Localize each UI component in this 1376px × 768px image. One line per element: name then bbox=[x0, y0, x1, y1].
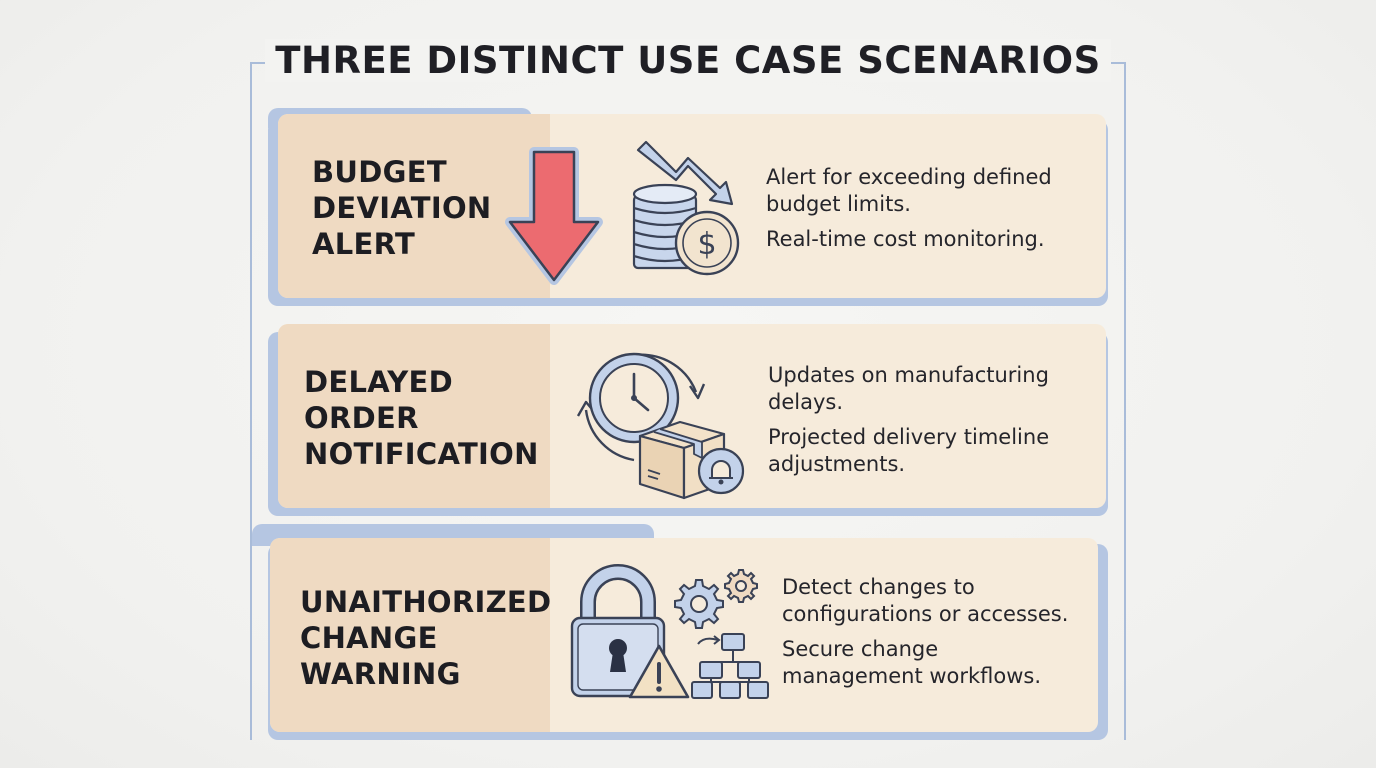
clock-cycle-icon bbox=[576, 352, 706, 462]
card-budget-left-panel bbox=[278, 114, 550, 298]
dollar-coin-icon: $ bbox=[674, 210, 740, 276]
card-delayed-heading-line-3: NOTIFICATION bbox=[304, 437, 539, 471]
card-unauthorized-heading-line-3: WARNING bbox=[300, 657, 461, 691]
workflow-diagram-icon bbox=[691, 633, 769, 699]
falling-trend-arrow-icon bbox=[636, 140, 734, 206]
card-unauthorized-change: UNAITHORIZED CHANGE WARNING Detect chang… bbox=[270, 538, 1098, 732]
card-budget-heading-line-3: ALERT bbox=[312, 227, 416, 261]
card-budget-heading-line-2: DEVIATION bbox=[312, 191, 492, 225]
card-delayed-heading-line-2: ORDER bbox=[304, 401, 419, 435]
bell-icon bbox=[697, 447, 745, 495]
card-budget-point-2: Real-time cost monitoring. bbox=[766, 227, 1045, 251]
frame-left-line bbox=[250, 62, 252, 740]
card-unauthorized-heading-line-1: UNAITHORIZED bbox=[300, 585, 552, 619]
card-budget-heading: BUDGET DEVIATION ALERT bbox=[312, 154, 492, 262]
frame-top-right-line bbox=[1100, 62, 1126, 64]
card-delayed-order: DELAYED ORDER NOTIFICATION Updates on ma… bbox=[278, 324, 1106, 508]
frame-top-left-line bbox=[250, 62, 276, 64]
card-budget-deviation: BUDGET DEVIATION ALERT Alert for exceedi… bbox=[278, 114, 1106, 298]
card-delayed-left-panel bbox=[278, 324, 550, 508]
card-delayed-heading-line-1: DELAYED bbox=[304, 365, 454, 399]
gears-icon bbox=[674, 569, 758, 629]
card-delayed-heading: DELAYED ORDER NOTIFICATION bbox=[304, 364, 539, 472]
card-unauthorized-heading-line-2: CHANGE bbox=[300, 621, 438, 655]
card-unauthorized-left-panel bbox=[270, 538, 550, 732]
card-budget-heading-line-1: BUDGET bbox=[312, 155, 447, 189]
frame-right-line bbox=[1124, 62, 1126, 740]
down-arrow-icon bbox=[505, 147, 603, 285]
page-title-text: THREE DISTINCT USE CASE SCENARIOS bbox=[265, 39, 1111, 82]
warning-triangle-icon bbox=[628, 644, 690, 699]
card-unauthorized-heading: UNAITHORIZED CHANGE WARNING bbox=[300, 584, 551, 692]
svg-text:$: $ bbox=[697, 227, 716, 262]
page-title: THREE DISTINCT USE CASE SCENARIOS bbox=[250, 36, 1126, 86]
